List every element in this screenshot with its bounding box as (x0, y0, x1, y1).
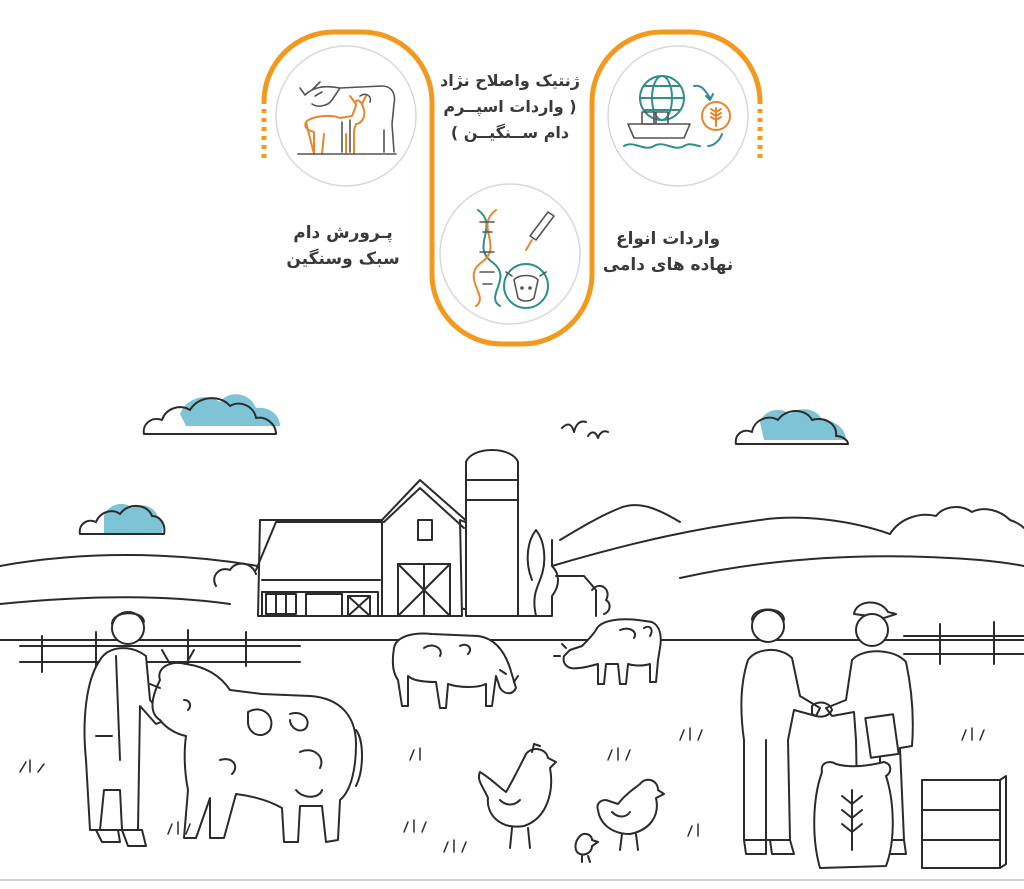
genetics-label: ژنتیک واصلاح نژاد ( واردات اسپــرم دام س… (420, 68, 600, 146)
cloud-icon (734, 409, 849, 445)
genetics-icon-circle (439, 183, 581, 325)
cloud-icon (142, 394, 280, 435)
genetics-label-line-1: ژنتیک واصلاح نژاد (439, 71, 581, 90)
chicken-icon (574, 832, 599, 863)
birds-icon (561, 420, 609, 439)
breeding-icon-circle (275, 45, 417, 187)
barn-icon (213, 479, 471, 617)
feeds-label-line-1: واردات انواع (615, 229, 721, 249)
cloud-icon (78, 503, 166, 535)
cow-goat-icon (297, 81, 397, 155)
breeding-label-line-2: سبک وسنگین (286, 249, 400, 269)
globe-ship-grain-icon (623, 75, 731, 149)
genetics-label-line-3: دام ســنگیــن ) (450, 123, 570, 142)
genetics-label-line-2: ( واردات اسپــرم (443, 97, 577, 116)
cow-icon (391, 632, 519, 709)
grass-tufts (19, 727, 985, 853)
breeding-label: پـرورش دام سبک وسنگین (268, 220, 418, 272)
cow-icon (149, 649, 363, 843)
breeding-label-line-1: پـرورش دام (293, 223, 393, 243)
cow-icon (553, 618, 662, 685)
feeds-import-label: واردات انواع نهاده های دامی (588, 226, 748, 278)
fence-icon (19, 621, 1024, 673)
chicken-icon (596, 778, 665, 851)
grain-sack-icon (813, 761, 894, 869)
silo-icon (465, 449, 611, 617)
feeds-icon-circle (607, 45, 749, 187)
orange-connector-frame (261, 29, 763, 347)
chicken-icon (478, 743, 557, 849)
feeds-label-line-2: نهاده های دامی (602, 255, 734, 275)
farmers-handshake-icon (740, 601, 914, 855)
crates-icon (921, 775, 1007, 869)
dna-cow-icon (472, 209, 555, 309)
landscape-hills (0, 504, 1024, 641)
veterinarian-icon (83, 611, 167, 847)
